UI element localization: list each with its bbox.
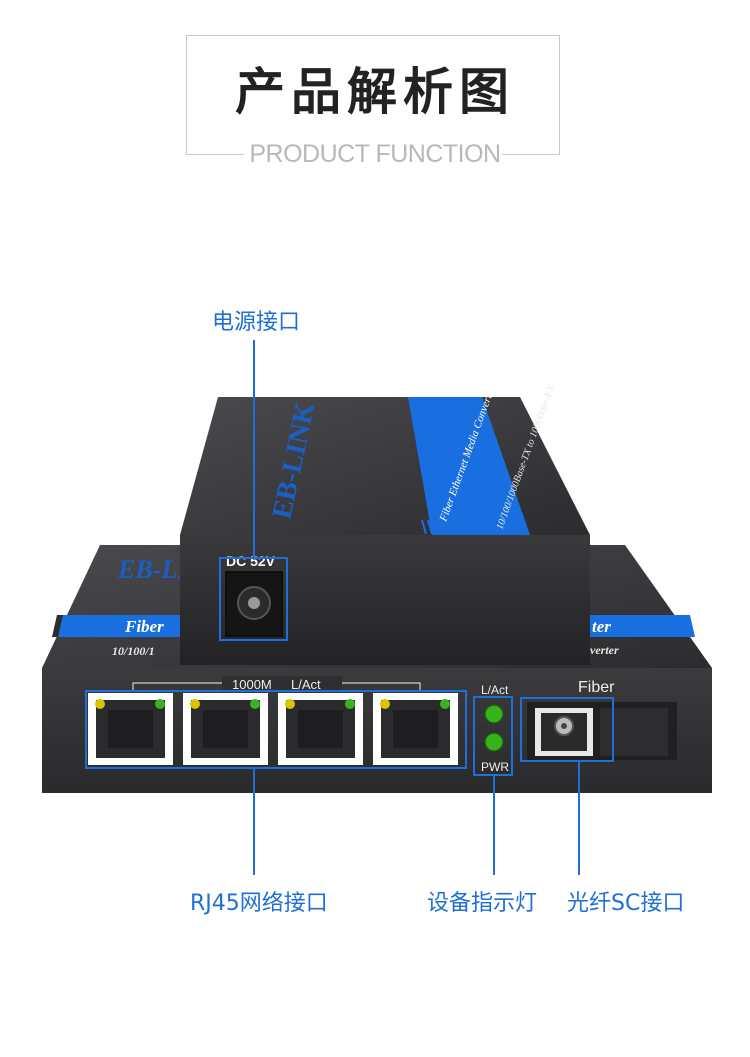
rj45-port-4 bbox=[373, 693, 458, 765]
rj45-port-2 bbox=[183, 693, 268, 765]
indicator-highlight-box bbox=[473, 696, 513, 776]
rj45-callout-line bbox=[253, 769, 255, 875]
title-frame-left-foot bbox=[186, 154, 244, 155]
rj45-port-3 bbox=[278, 693, 363, 765]
power-port-label: 电源接口 bbox=[212, 310, 301, 335]
large-speed-text: 10/100/1 bbox=[112, 644, 155, 658]
small-top-face bbox=[180, 397, 590, 535]
title-frame bbox=[186, 35, 560, 155]
indicator-label: 设备指示灯 bbox=[427, 891, 538, 916]
fiber-highlight-box bbox=[520, 697, 614, 762]
led-bottom-label: PWR bbox=[481, 760, 509, 774]
fiber-sc-port-label: 光纤SC接口 bbox=[567, 891, 685, 916]
small-blue-stripe bbox=[408, 397, 530, 535]
title-frame-right-foot bbox=[502, 154, 560, 155]
led-power-icon bbox=[484, 732, 504, 752]
large-speed-text-end: verter bbox=[590, 643, 619, 657]
media-converter-small: Fiber Ethernet Media Converter 10/100/10… bbox=[180, 383, 590, 665]
port-group-label-a: 1000M bbox=[232, 677, 272, 692]
power-highlight-box bbox=[219, 557, 288, 641]
rj45-port-1 bbox=[88, 693, 173, 765]
fiber-label: Fiber bbox=[578, 679, 615, 696]
large-front-label-end: ter bbox=[592, 617, 611, 636]
port-group-label-b: L/Act bbox=[291, 677, 321, 692]
page-subtitle: PRODUCT FUNCTION bbox=[249, 140, 501, 168]
rj45-port-label: RJ45网络接口 bbox=[190, 891, 328, 916]
fiber-callout-line bbox=[578, 762, 580, 875]
led-link-icon bbox=[484, 704, 504, 724]
rj45-highlight-box bbox=[85, 690, 467, 769]
indicator-callout-line bbox=[493, 776, 495, 875]
page-title: 产品解析图 bbox=[235, 63, 515, 121]
led-top-label: L/Act bbox=[481, 683, 509, 697]
power-callout-line bbox=[253, 340, 255, 557]
large-front-label: Fiber bbox=[124, 617, 164, 636]
